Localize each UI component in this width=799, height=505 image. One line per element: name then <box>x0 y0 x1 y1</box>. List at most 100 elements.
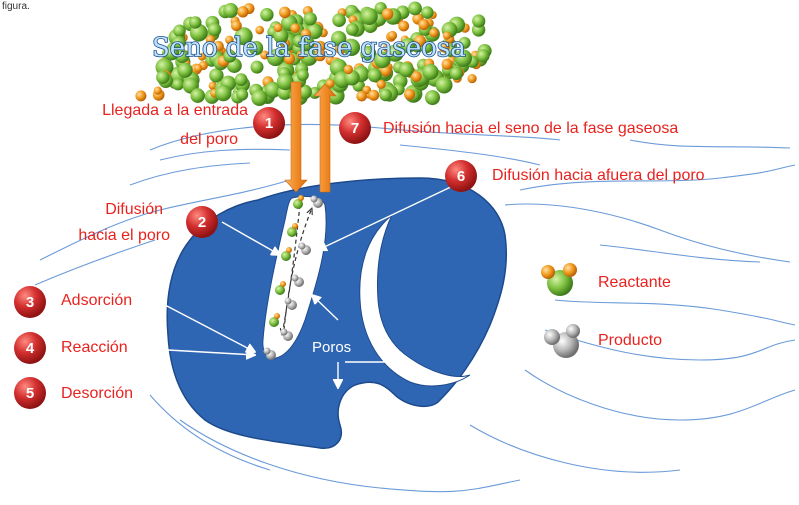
bulk-green-molecule <box>449 66 464 80</box>
legend-reactant: Reactante <box>541 263 671 296</box>
bulk-green-molecule <box>435 76 453 94</box>
bulk-orange-molecule <box>381 8 394 20</box>
bulk-orange-molecule <box>213 40 224 52</box>
step-5-badge <box>14 377 46 409</box>
bulk-orange-molecule <box>414 35 426 47</box>
step-5-number: 5 <box>26 385 34 402</box>
step-1: 1 Llegada a la entrada del poro <box>102 102 285 148</box>
step-1-label-line-2: del poro <box>180 131 238 148</box>
gas-flow-lines <box>34 123 796 493</box>
product-molecule-icon <box>298 242 311 255</box>
product-molecule-icon <box>544 324 580 358</box>
bulk-green-molecule <box>425 90 440 106</box>
bulk-orange-molecule <box>283 53 296 65</box>
product-molecule-icon <box>291 274 304 287</box>
bulk-orange-molecule <box>368 89 380 101</box>
bulk-green-molecule <box>190 88 205 103</box>
bulk-green-molecule <box>374 51 391 69</box>
bulk-green-molecule <box>207 22 222 37</box>
bulk-green-molecule <box>292 34 306 48</box>
step-2-label-line-2: hacia el poro <box>78 227 170 244</box>
bulk-green-molecule <box>422 63 439 80</box>
bulk-green-molecule <box>223 49 237 63</box>
pores-label: Poros <box>312 339 351 356</box>
corner-caption: figura. <box>2 1 30 12</box>
reactant-molecule-icon <box>275 281 286 295</box>
bulk-orange-molecule <box>198 52 206 61</box>
step-2-number: 2 <box>198 214 206 231</box>
legend-product-label: Producto <box>598 332 662 349</box>
bulk-orange-molecule <box>398 20 410 32</box>
catalyst-body <box>166 177 508 449</box>
bulk-orange-molecule <box>387 30 398 41</box>
bulk-green-molecule <box>421 6 434 19</box>
arrow-down <box>284 81 308 193</box>
bulk-orange-molecule <box>411 71 422 82</box>
bulk-green-molecule <box>476 49 490 63</box>
bulk-green-molecule <box>234 73 248 87</box>
bulk-green-molecule <box>173 24 186 38</box>
bulk-green-molecule <box>234 27 253 46</box>
step-1-label-line-1: Llegada a la entrada <box>102 102 248 119</box>
bulk-orange-molecule <box>356 90 367 102</box>
reactant-molecule-icon <box>541 263 577 296</box>
bulk-green-molecule <box>300 48 318 66</box>
bulk-orange-molecule <box>441 58 453 70</box>
product-molecule-icon <box>310 195 323 208</box>
step-5-label: Desorción <box>61 385 133 402</box>
step-4-number: 4 <box>26 340 35 357</box>
step-6-label: Difusión hacia afuera del poro <box>492 167 705 184</box>
step-4-badge <box>14 332 46 364</box>
bulk-green-molecule <box>360 45 377 62</box>
bulk-green-molecule <box>172 36 186 50</box>
legend: Reactante Producto <box>541 263 671 358</box>
product-molecule-icon <box>263 347 276 360</box>
bulk-orange-molecule <box>438 41 450 53</box>
bulk-orange-molecule <box>314 40 326 53</box>
bulk-orange-molecule <box>153 86 162 95</box>
bulk-green-molecule <box>345 23 359 36</box>
step-4: 4 Reacción <box>14 332 128 364</box>
bulk-green-molecule <box>273 28 289 44</box>
catalyst-particle <box>166 177 508 449</box>
bulk-green-molecule <box>360 7 378 25</box>
bulk-green-molecule <box>250 60 264 74</box>
step-5: 5 Desorción <box>14 377 133 409</box>
bulk-orange-molecule <box>225 35 234 45</box>
bulk-green-molecule <box>189 16 202 29</box>
bulk-orange-molecule <box>343 64 353 75</box>
bulk-green-molecule <box>472 14 486 28</box>
bulk-green-molecule <box>172 78 185 91</box>
step-4-label: Reacción <box>61 339 128 356</box>
pore-curved <box>359 214 471 387</box>
bulk-orange-molecule <box>429 28 439 38</box>
bulk-green-molecule <box>164 45 179 61</box>
bulk-green-molecule <box>177 62 193 78</box>
bulk-orange-molecule <box>290 23 301 33</box>
bulk-green-molecule <box>379 88 392 102</box>
bulk-orange-molecule <box>467 74 477 84</box>
step-6: 6 Difusión hacia afuera del poro <box>445 160 705 192</box>
bulk-green-molecule <box>264 81 281 98</box>
bulk-green-molecule <box>223 3 239 18</box>
step-7-number: 7 <box>351 120 359 137</box>
bulk-green-molecule <box>276 73 294 91</box>
bulk-green-molecule <box>156 70 170 85</box>
bulk-orange-molecule <box>205 34 216 45</box>
bulk-orange-molecule <box>260 50 270 60</box>
bulk-orange-molecule <box>208 81 217 90</box>
bulk-orange-molecule <box>255 25 264 35</box>
step-2: 2 Difusión hacia el poro <box>78 201 218 244</box>
legend-product: Producto <box>544 324 662 358</box>
step-2-label-line-1: Difusión <box>105 201 163 218</box>
bulk-green-molecule <box>303 12 317 26</box>
bulk-green-molecule <box>398 62 414 78</box>
step-6-number: 6 <box>457 168 465 185</box>
step-3-label: Adsorción <box>61 292 132 309</box>
bulk-orange-molecule <box>442 31 451 40</box>
bulk-orange-molecule <box>296 50 306 60</box>
step-7-badge <box>339 112 371 144</box>
step-7: 7 Difusión hacia el seno de la fase gase… <box>339 112 678 144</box>
bulk-orange-molecule <box>231 20 242 32</box>
